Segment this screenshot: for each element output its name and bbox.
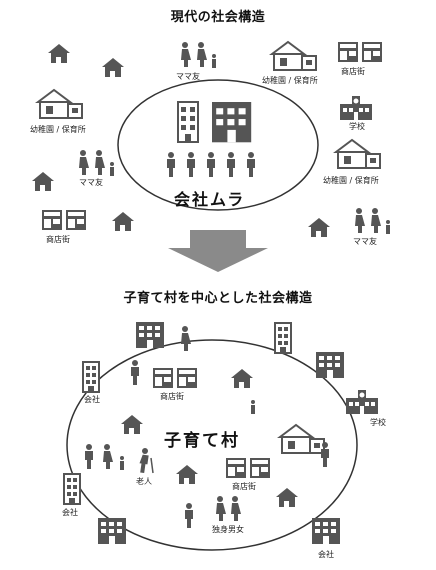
mamatomo-label: ママ友 — [353, 237, 377, 246]
company-village-ellipse — [117, 79, 319, 211]
person-icon — [321, 442, 329, 467]
woman-icon — [181, 326, 191, 351]
mamatomo-label: ママ友 — [79, 178, 103, 187]
child-icon — [251, 400, 255, 414]
school-label: 学校 — [370, 418, 386, 427]
shop-icon — [153, 368, 173, 388]
kindergarten-icon — [279, 424, 325, 454]
shop-icon — [338, 42, 358, 62]
company-village-label: 会社ムラ — [174, 190, 246, 209]
house-icon — [231, 369, 253, 388]
mamatomo-label: ママ友 — [176, 72, 200, 81]
mamatomo-icon — [181, 42, 216, 68]
top-title: 現代の社会構造 — [170, 10, 266, 25]
kindergarten-label: 幼稚園 / 保育所 — [262, 76, 318, 85]
building-icon — [274, 322, 292, 354]
building-icon — [136, 322, 164, 348]
building-icon — [316, 352, 344, 378]
kindergarten-icon — [271, 41, 317, 71]
shop-icon — [66, 210, 86, 230]
elderly-label: 老人 — [136, 477, 152, 486]
school-icon — [340, 96, 372, 120]
kindergarten-label: 幼稚園 / 保育所 — [323, 176, 379, 185]
shop-icon — [226, 458, 246, 478]
company-label: 会社 — [84, 395, 100, 404]
shop-icon — [362, 42, 382, 62]
singles-label: 独身男女 — [212, 525, 244, 534]
company-building-icon — [177, 101, 199, 143]
house-icon — [121, 415, 143, 434]
company-label: 会社 — [62, 508, 78, 517]
house-icon — [48, 44, 70, 63]
company-building-icon — [312, 518, 340, 544]
company-building-icon — [82, 361, 100, 393]
house-icon — [112, 212, 134, 231]
family-icon — [85, 444, 124, 470]
elderly-icon — [139, 448, 154, 474]
shop-icon — [177, 368, 197, 388]
shopping-street-label: 商店街 — [232, 482, 256, 491]
shopping-street-label: 商店街 — [160, 392, 184, 401]
company-label: 会社 — [318, 550, 334, 559]
shopping-street-label: 商店街 — [46, 235, 70, 244]
school-label: 学校 — [349, 122, 365, 131]
house-icon — [276, 488, 298, 507]
workers-group — [167, 152, 255, 177]
shop-icon — [250, 458, 270, 478]
house-icon — [102, 58, 124, 77]
company-building-icon — [212, 102, 252, 143]
down-arrow-icon — [168, 230, 268, 272]
kindergarten-label: 幼稚園 / 保育所 — [30, 125, 86, 134]
singles-icon — [216, 496, 241, 521]
kindergarten-icon — [335, 139, 381, 169]
school-icon — [346, 390, 378, 414]
house-icon — [308, 218, 330, 237]
mamatomo-icon — [355, 208, 390, 234]
bottom-title: 子育て村を中心とした社会構造 — [123, 291, 313, 306]
kindergarten-icon — [37, 89, 83, 119]
person-icon — [131, 360, 139, 385]
child-rearing-village-ellipse — [66, 339, 358, 551]
shop-icon — [42, 210, 62, 230]
shopping-street-label: 商店街 — [341, 67, 365, 76]
house-icon — [32, 172, 54, 191]
building-icon — [98, 518, 126, 544]
mamatomo-icon — [79, 150, 114, 176]
company-building-icon — [63, 473, 81, 505]
person-icon — [185, 503, 193, 528]
house-icon — [176, 465, 198, 484]
child-rearing-village-label: 子育て村 — [164, 431, 240, 451]
